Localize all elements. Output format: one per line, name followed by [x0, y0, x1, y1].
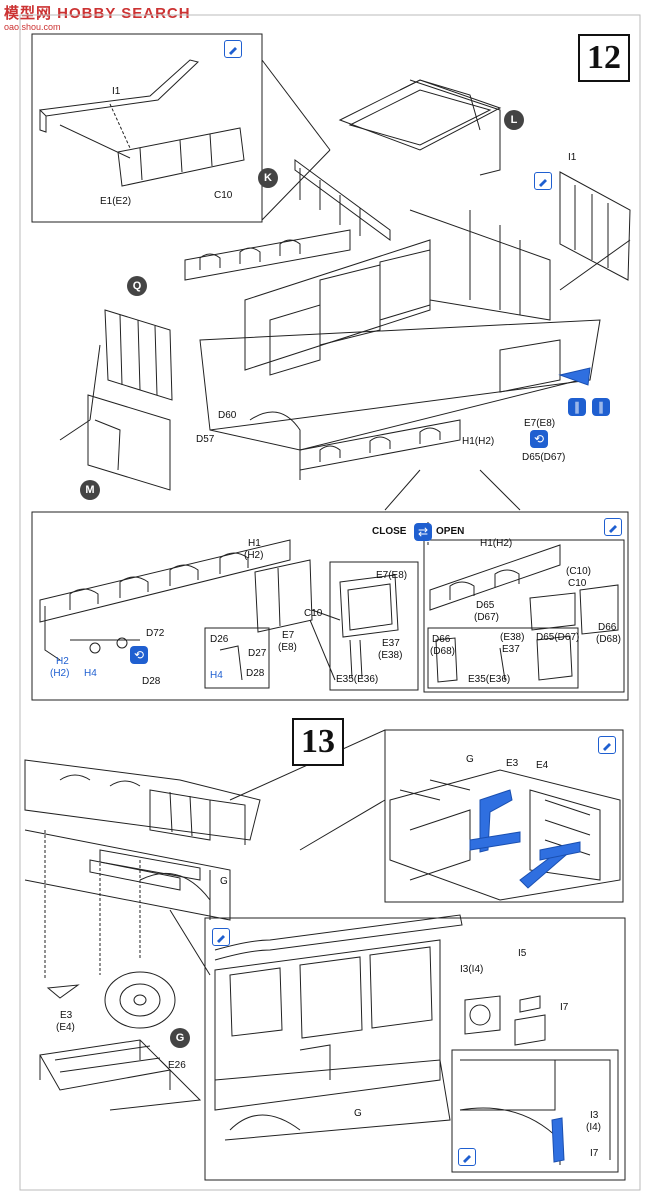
label-G-detail-bottom: G [354, 1108, 362, 1119]
legend-open: OPEN [436, 526, 465, 537]
label-I5: I5 [518, 948, 527, 959]
label-D65D67-right: D65(D67) [536, 632, 580, 643]
glue-icon-inset [458, 1148, 476, 1166]
label-H1: H1 [248, 538, 261, 549]
glue-icon-13-bottom [212, 928, 230, 946]
label-C10-paren: (C10) [566, 566, 592, 577]
label-G-detail-top: G [466, 754, 474, 765]
label-I7: I7 [560, 1002, 569, 1013]
watermark-brand: 模型网 HOBBY SEARCH [4, 5, 191, 22]
label-E7E8-main: E7(E8) [524, 418, 556, 429]
step-13-number: 13 [292, 718, 344, 766]
label-H1H2-main: H1(H2) [462, 436, 495, 447]
label-D72: D72 [146, 628, 165, 639]
glue-icon-right [534, 172, 552, 190]
label-H2-paren: (H2) [244, 550, 264, 561]
label-I7-inset: I7 [590, 1148, 599, 1159]
label-I1-top: I1 [112, 86, 121, 97]
label-E3-detail: E3 [506, 758, 519, 769]
label-D65D67-main: D65(D67) [522, 452, 566, 463]
marker-L: L [504, 110, 524, 130]
label-I3I4: I3(I4) [460, 964, 484, 975]
label-C10-detail: C10 [304, 608, 323, 619]
label-D57: D57 [196, 434, 215, 445]
label-E38-mid: (E38) [378, 650, 403, 661]
label-C10-right: C10 [568, 578, 587, 589]
marker-M: M [80, 480, 100, 500]
close-open-icon: ⇄ [414, 523, 432, 541]
label-H1H2-right: H1(H2) [480, 538, 513, 549]
step-12-number: 12 [578, 34, 630, 82]
label-H2-blue-paren: (H2) [50, 668, 70, 679]
label-E37-right: E37 [502, 644, 520, 655]
label-D67-right: (D67) [474, 612, 500, 623]
marker-Q: Q [127, 276, 147, 296]
label-E35E36-mid: E35(E36) [336, 674, 379, 685]
label-H2-blue: H2 [56, 656, 69, 667]
label-E1E2: E1(E2) [100, 196, 132, 207]
legend-close: CLOSE [372, 526, 407, 537]
label-D60: D60 [218, 410, 237, 421]
label-E4-detail: E4 [536, 760, 549, 771]
label-I3-inset: I3 [590, 1110, 599, 1121]
glue-icon-detail [604, 518, 622, 536]
label-I1-right: I1 [568, 152, 577, 163]
label-G-main: G [220, 876, 228, 887]
label-C10-top: C10 [214, 190, 233, 201]
hinge-icon-2: ∥ [592, 398, 610, 416]
label-D26: D26 [210, 634, 229, 645]
label-E8-paren: (E8) [278, 642, 297, 653]
label-D66-sub: D66 [432, 634, 451, 645]
label-E35E36-right: E35(E36) [468, 674, 511, 685]
label-D28-sub: D28 [246, 668, 265, 679]
label-D68-sub: (D68) [430, 646, 456, 657]
label-D27: D27 [248, 648, 267, 659]
label-I4-inset: (I4) [586, 1122, 601, 1133]
label-D66-right: D66 [598, 622, 617, 633]
glue-icon [224, 40, 242, 58]
glue-icon-13-top [598, 736, 616, 754]
label-E3: E3 [60, 1010, 73, 1021]
rotate-icon: ⟲ [530, 430, 548, 448]
rotate-icon-detail: ⟲ [130, 646, 148, 664]
hinge-icon-1: ∥ [568, 398, 586, 416]
label-D65-right: D65 [476, 600, 495, 611]
label-H4-sub: H4 [210, 670, 223, 681]
label-E26: E26 [168, 1060, 186, 1071]
marker-G: G [170, 1028, 190, 1048]
label-D68-right: (D68) [596, 634, 622, 645]
label-E38-right: (E38) [500, 632, 525, 643]
label-E37-mid: E37 [382, 638, 400, 649]
label-E7E8-mid: E7(E8) [376, 570, 408, 581]
watermark-url: oao.shou.com [4, 22, 61, 32]
label-D28-left: D28 [142, 676, 161, 687]
marker-K: K [258, 168, 278, 188]
label-H4-blue: H4 [84, 668, 97, 679]
label-E7: E7 [282, 630, 295, 641]
label-E4-paren: (E4) [56, 1022, 75, 1033]
